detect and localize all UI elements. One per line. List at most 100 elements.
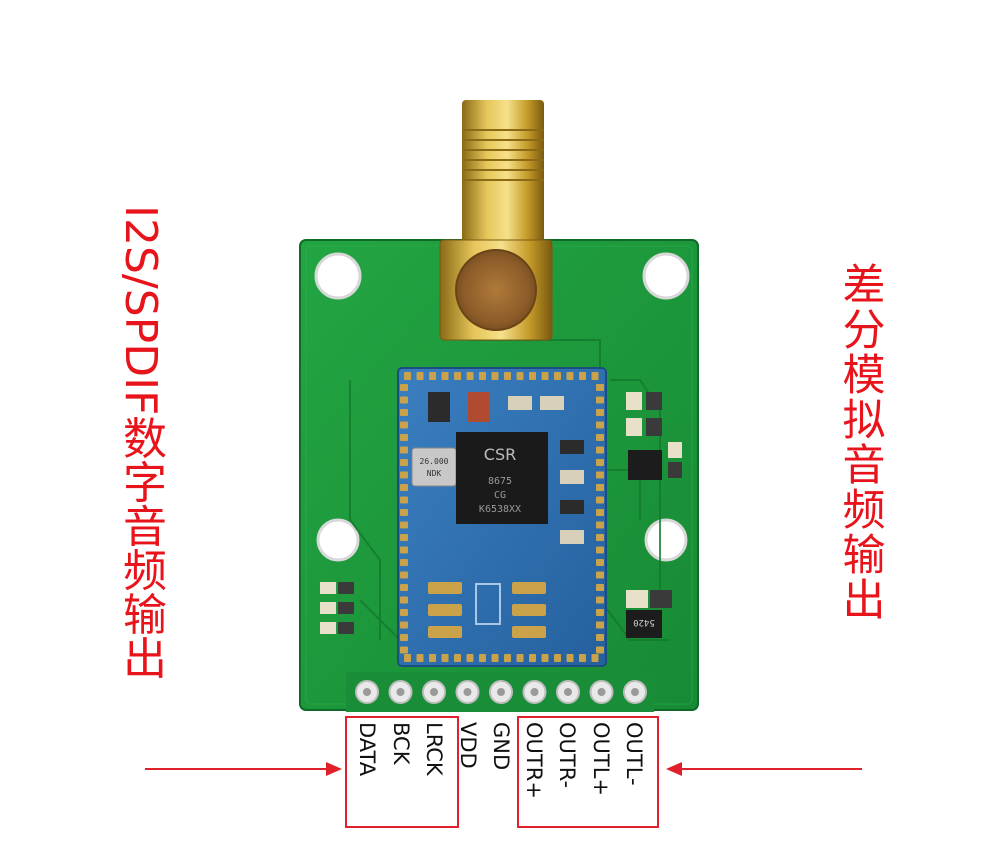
module-pad	[400, 559, 408, 566]
module-pad	[400, 434, 408, 441]
module-pad	[591, 372, 599, 380]
module-pad	[429, 654, 436, 662]
module-pad	[596, 396, 604, 404]
pin-hole-center	[564, 688, 572, 696]
module-pad	[516, 372, 524, 380]
crystal	[411, 447, 457, 487]
module-pad	[400, 534, 408, 541]
pin-label-vdd: VDD	[456, 722, 480, 769]
module-pad	[400, 421, 408, 429]
module-pad	[566, 372, 574, 380]
module-pad	[596, 621, 604, 629]
module-pad	[529, 372, 536, 380]
module-pad	[466, 654, 474, 662]
mounting-holes	[314, 252, 690, 562]
module-pad	[400, 596, 408, 604]
analog-output-caption: 差分模拟音频输出	[835, 262, 885, 622]
module-pad	[596, 471, 604, 479]
module-pad	[554, 654, 561, 662]
module-pad	[400, 471, 408, 479]
module-pad	[516, 654, 524, 662]
module-pad	[441, 654, 449, 662]
module-pad	[591, 654, 599, 662]
pin-label-outr-minus: OUTR-	[555, 722, 579, 789]
module-pad	[596, 446, 604, 454]
module-pad	[596, 434, 604, 441]
csr-chip	[456, 432, 548, 524]
module-pad	[596, 609, 604, 616]
module-pad	[400, 446, 408, 454]
module-pad	[491, 372, 499, 380]
module-pad	[400, 571, 408, 579]
module-pad	[541, 372, 549, 380]
annotation-arrows	[145, 762, 862, 776]
module-pad	[596, 596, 604, 604]
pin-hole-center	[597, 688, 606, 696]
transistor-chip	[626, 610, 662, 638]
module-pad	[479, 372, 486, 380]
module-pad	[596, 546, 604, 554]
module-pad	[400, 384, 408, 391]
module-pad	[400, 646, 408, 654]
pin-label-data: DATA	[355, 722, 379, 777]
module-pad	[579, 372, 586, 380]
module-pad	[596, 459, 604, 466]
pin-hole-center	[530, 688, 539, 696]
pin-hole-center	[631, 688, 639, 696]
module-pad	[596, 559, 604, 566]
module-pad	[596, 521, 604, 529]
module-pad	[400, 496, 408, 504]
pin-hole-center	[463, 688, 472, 696]
module-pad	[596, 634, 604, 641]
module-pad	[596, 571, 604, 579]
module-pad	[579, 654, 586, 662]
module-pad	[416, 654, 424, 662]
svg-text:NDK: NDK	[427, 469, 442, 478]
chip-brand: CSR	[484, 445, 516, 464]
pin-header	[346, 672, 654, 712]
pin-hole-center	[363, 688, 371, 696]
analog-pins-box	[517, 716, 659, 828]
module-pad	[554, 372, 561, 380]
module-pad	[400, 459, 408, 466]
pin-label-lrck: LRCK	[422, 722, 446, 776]
module-pad	[596, 584, 604, 591]
right-components: 5420	[626, 392, 682, 638]
module-pad	[404, 654, 411, 662]
pin-label-outl-plus: OUTL+	[589, 722, 613, 797]
module-pad	[529, 654, 536, 662]
module-pad	[400, 609, 408, 616]
module-pad	[429, 372, 436, 380]
module-pad	[404, 372, 411, 380]
module-pad	[400, 546, 408, 554]
module-pad	[504, 372, 511, 380]
module-pad	[400, 484, 408, 491]
module-pad	[466, 372, 474, 380]
module-pad	[596, 509, 604, 516]
pin-label-gnd: GND	[489, 722, 513, 771]
module-pad	[596, 384, 604, 391]
module-pad	[596, 496, 604, 504]
chip-line-3: K6538XX	[479, 504, 521, 515]
module-pad	[400, 396, 408, 404]
module-pad	[596, 534, 604, 541]
pin-label-outl-minus: OUTL-	[622, 722, 646, 786]
svg-text:26.000: 26.000	[420, 457, 449, 466]
module-pad	[416, 372, 424, 380]
pin-label-bck: BCK	[389, 722, 413, 765]
module-pad	[596, 646, 604, 654]
module-pad	[491, 654, 499, 662]
module-pad	[400, 409, 408, 416]
module-pad	[454, 654, 461, 662]
module-pad	[479, 654, 486, 662]
left-components	[320, 582, 354, 634]
i2s-spdif-caption: I2S/SPDIF数字音频输出	[115, 205, 166, 680]
module-pad	[400, 621, 408, 629]
module-pad	[596, 421, 604, 429]
module-pad	[400, 584, 408, 591]
module-pad	[596, 484, 604, 491]
pin-hole-center	[396, 688, 405, 696]
svg-text:5420: 5420	[633, 617, 655, 627]
module-pad	[454, 372, 461, 380]
